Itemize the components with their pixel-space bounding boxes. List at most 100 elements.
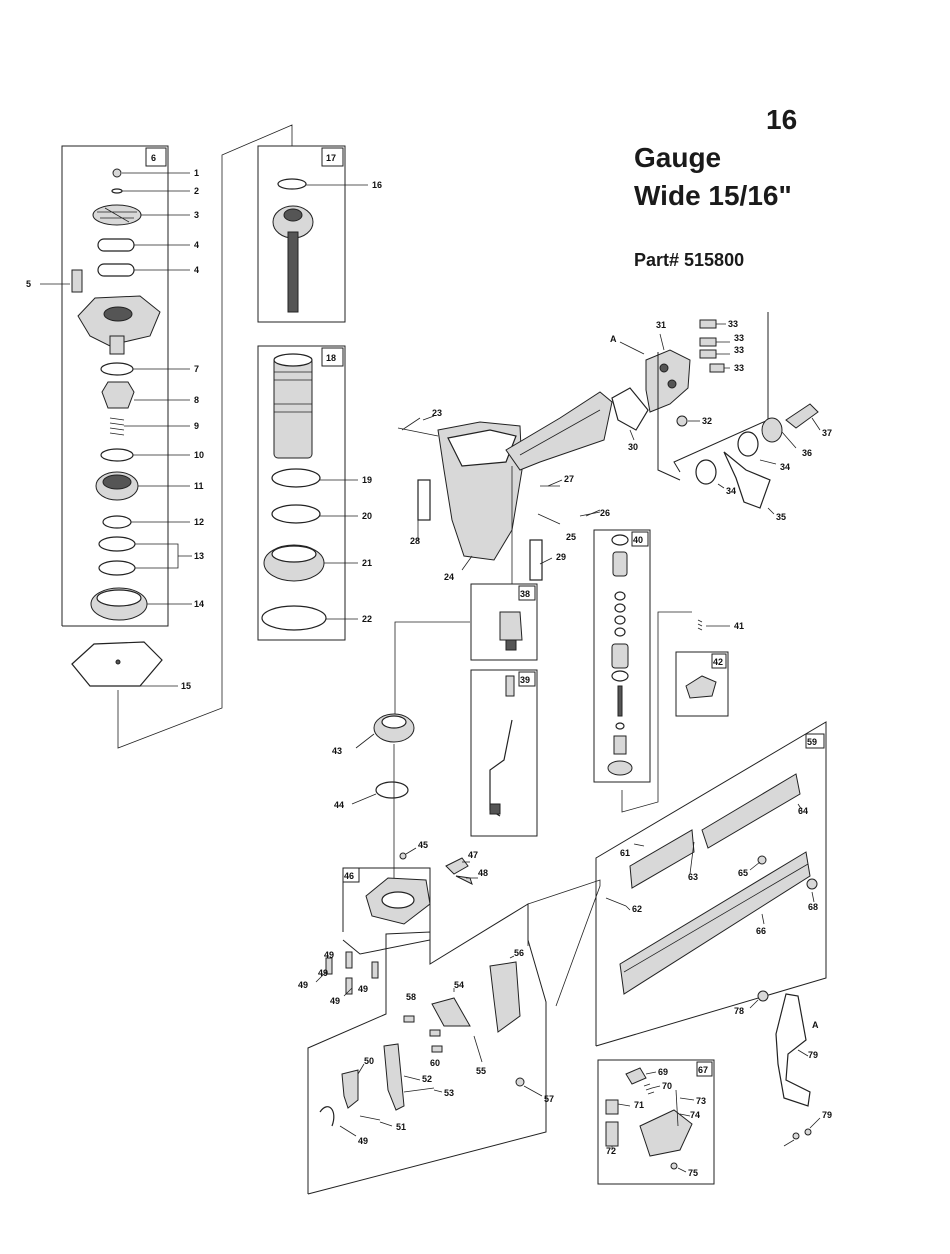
contact-trip-assembly: 49 50 51 52 53 54 55 56 57 58 60 [308,904,554,1194]
part-guide-70 [606,1100,618,1114]
part-contact-53 [384,1044,404,1110]
callout-label: 11 [194,481,204,491]
callout-label: 79 [808,1050,818,1060]
callout-label: 47 [468,850,478,860]
part-bracket-51 [342,1070,358,1108]
callout-label: 21 [362,558,372,568]
part-oring-22 [262,606,326,630]
part-label-29 [530,540,542,580]
part-washer-2 [112,189,122,193]
group-box-label: 42 [713,657,723,667]
callout-label: 12 [194,517,204,527]
callout-label: 32 [702,416,712,426]
part-washer-45 [400,853,406,859]
part-pin-54 [404,1088,434,1092]
callout-label: 33 [734,345,744,355]
cap-stack-parts [72,169,162,686]
callout-label: 69 [658,1067,668,1077]
callout-label: 45 [418,840,428,850]
callout-label: 49 [358,1136,368,1146]
callout-label: 70 [662,1081,672,1091]
callout-label: 79 [822,1110,832,1120]
callout-label: 64 [798,806,808,816]
group-box-18: 18 19 20 21 22 [258,346,372,640]
callout-label: 19 [362,475,372,485]
callout-label: 16 [372,180,382,190]
part-handle [506,392,612,470]
callout-label: 25 [566,532,576,542]
callout-label: 27 [564,474,574,484]
callout-label: 2 [194,186,199,196]
group-box-label: 18 [326,353,336,363]
callout-label: 63 [688,872,698,882]
callout-label: 4 [194,240,199,250]
part-end-cap-31 [646,350,690,412]
callout-label: 43 [332,746,342,756]
part-pin-52 [360,1116,380,1120]
callout-label: 49 [358,984,368,994]
callout-label: 29 [556,552,566,562]
part-oring-10 [101,449,133,461]
callout-label: 53 [444,1088,454,1098]
group-box-67: 67 69 70 71 72 73 74 75 [598,1060,714,1184]
callout-label: 71 [634,1100,644,1110]
callout-label: 72 [606,1146,616,1156]
part-spring-69 [644,1084,654,1094]
group-box-39: 39 [471,670,537,836]
part-spring-41 [698,620,702,630]
callout-label: 28 [410,536,420,546]
callout-label: 50 [364,1056,374,1066]
part-rail-62 [630,830,694,888]
part-pusher-68 [626,1068,646,1084]
callout-label: 60 [430,1058,440,1068]
callout-label: 49 [318,968,328,978]
part-latch-42 [686,676,716,698]
callout-label: 35 [776,512,786,522]
part-plate-44 [376,782,408,798]
part-oring-19 [272,469,320,487]
callout-label: 9 [194,421,199,431]
part-shaft-71 [606,1122,618,1146]
part-cylinder-18 [274,358,312,458]
part-oring-20 [272,505,320,523]
callout-label: 68 [808,902,818,912]
callout-label: 33 [728,319,738,329]
part-screw-66 [807,879,817,889]
part-screws-49-lower [404,1016,442,1052]
group-box-label: 39 [520,675,530,685]
part-screw-79a [793,1133,799,1139]
part-pin-56 [474,1036,482,1062]
callout-label: 37 [822,428,832,438]
part-nut-75 [758,991,768,1001]
part-gasket-4a [98,239,134,251]
callout-label: 55 [476,1066,486,1076]
callout-label: 54 [454,980,464,990]
callout-label: 26 [600,508,610,518]
group-box-17: 17 16 [258,146,382,322]
callout-label: 3 [194,210,199,220]
part-oring-7 [101,363,133,375]
group-box-label: 40 [633,535,643,545]
belt-hook-assembly: 78 A 79 79 [734,991,832,1146]
callout-label: 49 [330,996,340,1006]
callout-label: 20 [362,511,372,521]
part-follower [640,1110,692,1156]
part-fitting-36 [762,418,782,442]
group-box-42: 41 42 [676,620,744,716]
callout-label: 74 [690,1110,700,1120]
part-screw-79b [805,1129,811,1135]
callout-label: 7 [194,364,199,374]
part-hook-78 [776,994,810,1106]
group-box-38: 38 [471,584,537,660]
part-valve-stem [613,552,627,576]
part-screws-33 [700,320,724,372]
part-rail-63 [702,774,800,848]
callout-label: 78 [734,1006,744,1016]
part-washer-34b [738,432,758,456]
part-driver-blade [288,232,298,312]
callout-label: 8 [194,395,199,405]
part-screw-1 [113,169,121,177]
group-label-6: 6 [151,153,156,163]
callout-label: 49 [298,980,308,990]
part-valve-38 [500,612,522,640]
